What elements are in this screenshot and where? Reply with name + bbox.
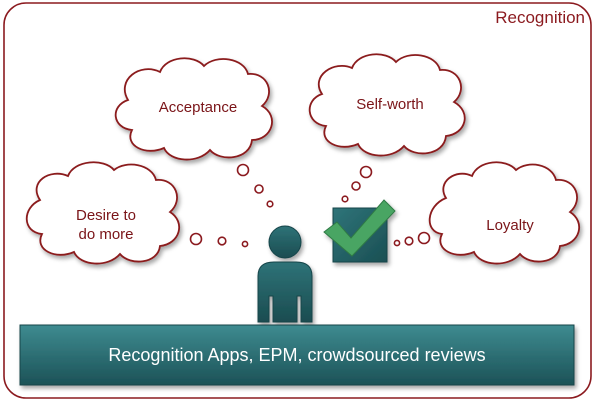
thought-bubbles-desire: [189, 232, 249, 248]
thought-label-desire-to-do-more: Desire to do more: [48, 206, 164, 244]
thought-label-acceptance: Acceptance: [158, 99, 238, 116]
outer-frame: [3, 2, 592, 399]
thought-cloud-acceptance: [114, 57, 273, 161]
thought-bubbles-self-worth: [341, 165, 373, 203]
thought-label-desire-line-1: Desire to: [75, 207, 137, 224]
thought-bubbles-acceptance: [236, 163, 274, 208]
banner-label: Recognition Apps, EPM, crowdsourced revi…: [108, 344, 486, 365]
thought-cloud-self-worth: [308, 53, 466, 157]
thought-label-loyalty: Loyalty: [486, 217, 534, 234]
thought-cloud-desire-to-do-more: [25, 161, 181, 265]
thought-bubbles-loyalty: [393, 231, 431, 247]
thought-cloud-loyalty: [428, 161, 581, 265]
solutions-banner: [19, 324, 575, 386]
thought-label-self-worth: Self-worth: [356, 96, 424, 113]
thought-label-desire-line-2: do more: [78, 226, 134, 243]
diagram-title: Recognition: [495, 8, 585, 27]
checkmark-icon: [323, 199, 396, 263]
person-icon: [257, 225, 313, 323]
